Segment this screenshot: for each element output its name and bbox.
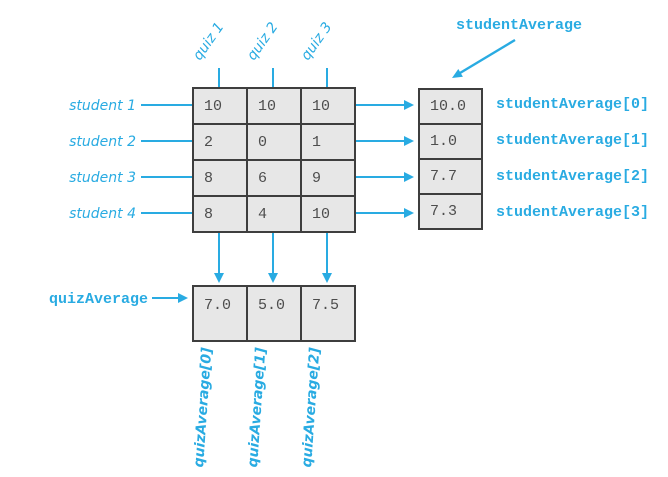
student-average-title: studentAverage	[456, 17, 583, 34]
student3-connector-line	[141, 176, 192, 178]
student-average-cell-2: 7.7	[420, 160, 481, 193]
quiz-average-arrowhead-icon	[178, 293, 188, 303]
col2-arrowhead-icon	[268, 273, 278, 283]
col-label-quiz-1: quiz 1	[190, 19, 228, 64]
col2-arrow-line	[272, 233, 274, 273]
col3-arrow-line	[326, 233, 328, 273]
grid-cell-r2c2: 9	[302, 161, 354, 195]
grid-cell-r2c0: 8	[194, 161, 246, 195]
student-average-cell-0: 10.0	[420, 90, 481, 123]
quiz-average-label-0: quizAverage[0]	[191, 347, 216, 468]
row-label-student-4: student 4	[69, 206, 136, 222]
row2-arrowhead-icon	[404, 136, 414, 146]
student-average-title-arrow	[452, 38, 516, 78]
col-label-quiz-2: quiz 2	[244, 19, 282, 64]
col-label-quiz-3: quiz 3	[298, 19, 336, 64]
quiz-average-arrow-line	[152, 297, 180, 299]
student-average-cell-3: 7.3	[420, 195, 481, 228]
row3-arrow-line	[356, 176, 406, 178]
row3-arrowhead-icon	[404, 172, 414, 182]
student2-connector-line	[141, 140, 192, 142]
grid-cell-r3c0: 8	[194, 197, 246, 231]
grid-cell-r0c0: 10	[194, 89, 246, 123]
quiz-average-cell-1: 5.0	[248, 287, 300, 340]
quiz-average-row: 7.0 5.0 7.5	[192, 285, 356, 342]
student-average-column: 10.0 1.0 7.7 7.3	[418, 88, 483, 230]
grid-cell-r1c1: 0	[248, 125, 300, 159]
row-label-student-3: student 3	[69, 170, 136, 186]
row1-arrowhead-icon	[404, 100, 414, 110]
row-label-student-2: student 2	[69, 134, 136, 150]
student4-connector-line	[141, 212, 192, 214]
quiz-average-label-1: quizAverage[1]	[245, 347, 270, 468]
row1-arrow-line	[356, 104, 406, 106]
col1-arrow-line	[218, 233, 220, 273]
grid-cell-r0c2: 10	[302, 89, 354, 123]
quiz-average-cell-2: 7.5	[302, 287, 354, 340]
quiz-average-title: quizAverage	[48, 291, 148, 308]
row4-arrowhead-icon	[404, 208, 414, 218]
grid-cell-r1c0: 2	[194, 125, 246, 159]
grid-cell-r3c1: 4	[248, 197, 300, 231]
row-label-student-1: student 1	[69, 98, 136, 114]
quiz-average-label-2: quizAverage[2]	[299, 347, 324, 468]
quiz2-tick-line	[272, 68, 274, 87]
grid-cell-r1c2: 1	[302, 125, 354, 159]
row4-arrow-line	[356, 212, 406, 214]
student-average-label-0: studentAverage[0]	[496, 96, 650, 113]
grid-cell-r0c1: 10	[248, 89, 300, 123]
grid-cell-r2c1: 6	[248, 161, 300, 195]
col3-arrowhead-icon	[322, 273, 332, 283]
quiz-average-cell-0: 7.0	[194, 287, 246, 340]
student1-connector-line	[141, 104, 192, 106]
score-grid: 10 10 10 2 0 1 8 6 9 8 4 10	[192, 87, 356, 233]
student-average-cell-1: 1.0	[420, 125, 481, 158]
grid-cell-r3c2: 10	[302, 197, 354, 231]
student-average-label-2: studentAverage[2]	[496, 168, 650, 185]
row2-arrow-line	[356, 140, 406, 142]
quiz3-tick-line	[326, 68, 328, 87]
student-average-label-3: studentAverage[3]	[496, 204, 650, 221]
col1-arrowhead-icon	[214, 273, 224, 283]
student-average-label-1: studentAverage[1]	[496, 132, 650, 149]
quiz1-tick-line	[218, 68, 220, 87]
